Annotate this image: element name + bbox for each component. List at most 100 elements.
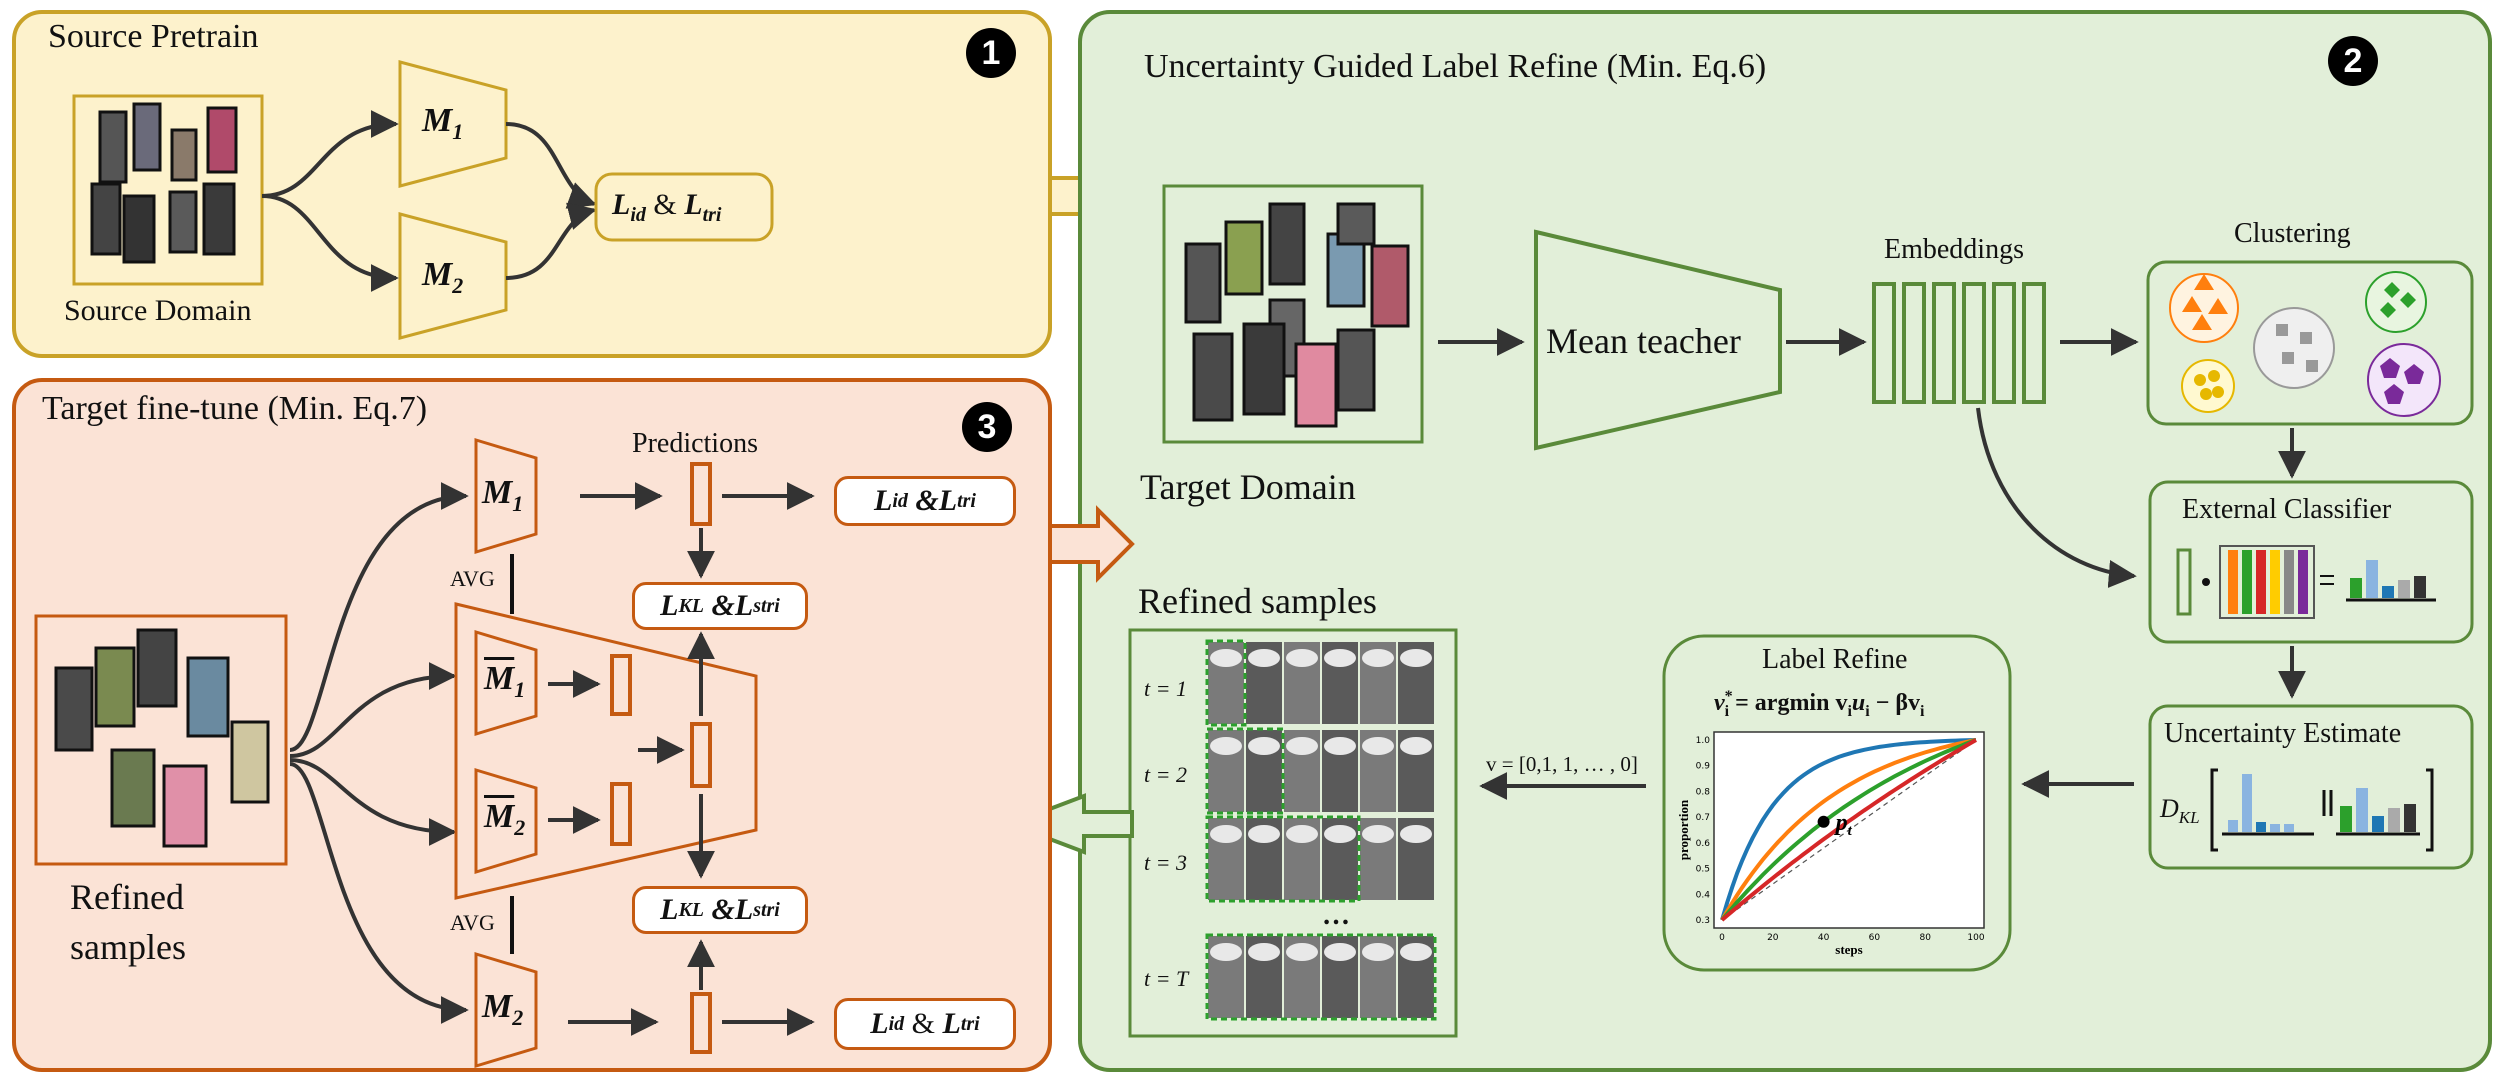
umbrella-shape	[1286, 825, 1318, 843]
umbrella-shape	[1286, 649, 1318, 667]
step-number-3: 3	[962, 402, 1012, 452]
step-number-2: 2	[2328, 36, 2378, 86]
curve-green	[1720, 738, 1977, 922]
umbrella-shape	[1286, 737, 1318, 755]
xtick-label: 0	[1719, 933, 1725, 943]
avg-label-bottom: AVG	[450, 910, 495, 935]
m2bar-label: M2	[484, 798, 526, 840]
plot-diagonal	[1721, 739, 1977, 921]
ytick-label: 0.4	[1696, 890, 1711, 900]
curve-orange	[1720, 738, 1977, 922]
pred-mean	[690, 722, 712, 788]
cluster-groups	[2169, 271, 2441, 417]
ytick-label: 0.3	[1696, 916, 1710, 926]
curve-blue	[1720, 738, 1977, 921]
pred-m1bar	[610, 654, 632, 716]
refined-person-thumbnails	[54, 628, 270, 848]
t-label-3: t = 3	[1144, 850, 1187, 875]
refined-samples-title: Refined samples	[1138, 581, 1377, 621]
umbrella-shape	[1362, 943, 1394, 961]
pred-m2	[690, 992, 712, 1054]
arrow-m2-loss	[505, 202, 597, 280]
umbrella-shape	[1324, 943, 1356, 961]
plot-ylabel: proportion	[1676, 799, 1691, 860]
m2bar-shape	[474, 767, 538, 875]
panel3-title: Target fine-tune (Min. Eq.7)	[42, 390, 428, 427]
arrow-samples-m1bar	[289, 662, 457, 758]
umbrella-shape	[1324, 737, 1356, 755]
arrow-samples-m2	[289, 762, 469, 1024]
target-domain-caption: Target Domain	[1140, 467, 1356, 507]
arrow-m1-loss	[505, 122, 597, 209]
arrow-samples-m2bar	[289, 758, 457, 846]
v-vector-label: v = [0,1, 1, … , 0]	[1486, 752, 1638, 776]
umbrella-shape	[1362, 649, 1394, 667]
clustering-label: Clustering	[2234, 218, 2351, 249]
umbrella-shape	[1248, 649, 1280, 667]
m1-label-p3: M1	[482, 474, 524, 516]
model-m1-shape	[398, 60, 508, 188]
umbrella-shape	[1248, 825, 1280, 843]
umbrella-shape	[1400, 649, 1432, 667]
refined-sample-strips	[1205, 639, 1437, 1021]
arrow-panel3-to-panel2	[1048, 505, 1135, 583]
mean-teacher-shape	[1534, 229, 1782, 451]
xtick-label: 20	[1767, 933, 1779, 943]
panel2-title: Uncertainty Guided Label Refine (Min. Eq…	[1144, 48, 1767, 85]
umbrella-shape	[1324, 649, 1356, 667]
label-refine-formula: v*i = argmin viui − βvi	[1714, 688, 1925, 720]
label-refine-title: Label Refine	[1762, 644, 1908, 675]
source-person-thumbnails	[90, 102, 238, 264]
umbrella-shape	[1362, 737, 1394, 755]
step-number-1: 1	[966, 28, 1016, 78]
umbrella-shape	[1400, 737, 1432, 755]
model-m1-label: M1	[422, 102, 464, 144]
m1bar-label: M1	[484, 660, 526, 702]
arrow-src-m1	[261, 110, 399, 198]
refined-caption-line1: Refined	[70, 877, 184, 917]
umbrella-shape	[1400, 825, 1432, 843]
selected-samples-outline	[1205, 933, 1437, 1021]
classifier-visual	[2176, 545, 2436, 619]
xtick-label: 80	[1919, 933, 1931, 943]
model-m2-shape	[398, 212, 508, 340]
xtick-label: 60	[1869, 933, 1881, 943]
t-label-T: t = T	[1144, 966, 1189, 991]
arrow-embeddings-classifier	[1976, 407, 2137, 588]
m1bar-shape	[474, 629, 538, 737]
arrow-samples-m1	[289, 482, 469, 752]
ytick-label: 0.7	[1696, 813, 1710, 823]
loss-label-p1: Lid & Ltri	[612, 188, 722, 226]
pred-m2bar	[610, 782, 632, 846]
umbrella-shape	[1210, 737, 1242, 755]
pred-m1	[690, 462, 712, 526]
selected-samples-outline	[1205, 639, 1247, 727]
umbrella-shape	[1400, 943, 1432, 961]
strip-ellipsis: …	[1322, 900, 1350, 931]
t-label-1: t = 1	[1144, 676, 1187, 701]
selected-samples-outline	[1205, 815, 1361, 903]
umbrella-shape	[1210, 649, 1242, 667]
source-domain-caption: Source Domain	[64, 294, 252, 327]
uncertainty-estimate-label: Uncertainty Estimate	[2164, 718, 2402, 749]
arrow-src-m2	[261, 194, 399, 292]
panel1-title: Source Pretrain	[48, 18, 259, 55]
m2-label-p3: M2	[482, 988, 524, 1030]
model-m2-label: M2	[422, 256, 464, 298]
umbrella-shape	[1248, 943, 1280, 961]
loss-box-shape-p1	[594, 172, 774, 242]
point-pt	[1817, 815, 1830, 828]
xtick-label: 40	[1818, 933, 1830, 943]
ytick-label: 1.0	[1696, 736, 1711, 746]
xtick-label: 100	[1967, 933, 1984, 943]
t-label-2: t = 2	[1144, 762, 1187, 787]
refined-caption-line2: samples	[70, 927, 186, 967]
curve-red	[1720, 738, 1977, 922]
m2-shape-p3	[474, 951, 538, 1069]
plot-xlabel: steps	[1835, 942, 1862, 957]
umbrella-shape	[1286, 943, 1318, 961]
